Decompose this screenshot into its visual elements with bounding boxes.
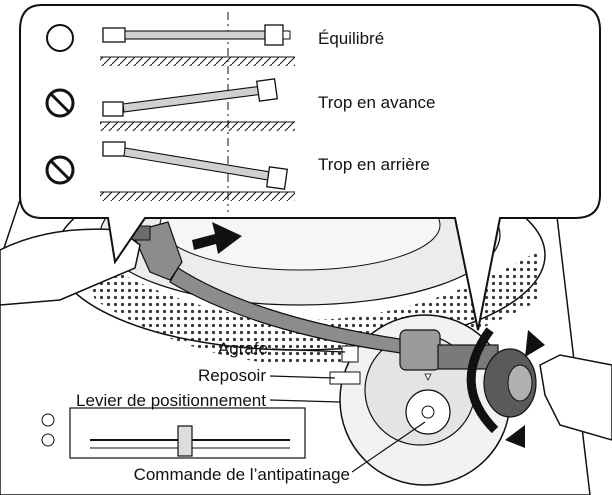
push-arrow-icon <box>192 222 242 254</box>
rotate-arrow-head-top <box>525 330 545 357</box>
tonearm-front-heavy-icon <box>102 78 279 117</box>
callout-commande: Commande de l’antipatinage <box>134 465 350 484</box>
rotate-arrow-icon <box>466 327 499 434</box>
prohibited-icon <box>45 88 75 118</box>
base-hatch-row2 <box>100 122 295 131</box>
tonearm-balanced-icon <box>102 24 291 46</box>
left-hand <box>0 228 141 306</box>
callout-levier: Levier de positionnement <box>76 391 266 410</box>
pitch-slider-panel <box>41 407 306 459</box>
leader-commande <box>351 421 426 473</box>
right-hand <box>539 354 612 441</box>
prohibited-icon <box>45 155 75 185</box>
callout-reposoir: Reposoir <box>198 366 266 385</box>
leader-levier <box>269 399 341 403</box>
pitch-slider-knob <box>177 425 193 457</box>
callout-agrafe: Agrafe <box>218 339 268 358</box>
base-hatch-row1 <box>100 57 295 66</box>
row-label-too-forward: Trop en avance <box>318 93 436 112</box>
counterweight-face <box>507 364 533 402</box>
tonearm-pivot <box>399 329 441 371</box>
rotate-arrow-head-bottom <box>505 425 525 448</box>
tonearm-rear-heavy-icon <box>102 141 289 190</box>
leader-agrafe <box>271 348 346 353</box>
base-hatch-row3 <box>100 192 295 201</box>
row-label-too-backward: Trop en arrière <box>318 155 430 174</box>
balance-panel: Équilibré Trop en avance Trop en arrière <box>19 4 601 331</box>
row-label-balanced: Équilibré <box>318 29 384 48</box>
circle-ok-icon <box>46 24 74 52</box>
balance-panel-frame <box>19 4 601 331</box>
marker-triangle-icon <box>424 373 432 381</box>
anti-skating-knob-center <box>421 405 435 419</box>
leader-reposoir <box>269 375 336 379</box>
arm-clip <box>341 345 359 363</box>
